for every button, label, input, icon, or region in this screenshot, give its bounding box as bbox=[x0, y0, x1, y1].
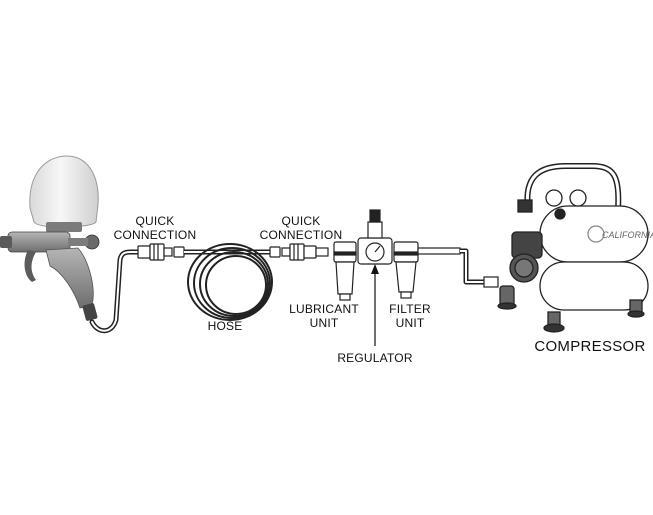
label-line: QUICK bbox=[281, 214, 321, 228]
air-compressor: CALIFORNIA bbox=[497, 163, 653, 333]
tank-gauge-2 bbox=[569, 189, 587, 207]
compressor-inlet-fitting bbox=[483, 276, 499, 288]
label-filter-unit: FILTER UNIT bbox=[378, 302, 442, 330]
label-line: UNIT bbox=[309, 316, 339, 330]
quick-connector-left bbox=[137, 243, 185, 261]
label-line: UNIT bbox=[395, 316, 425, 330]
label-line: HOSE bbox=[207, 319, 243, 333]
label-line: FILTER bbox=[389, 302, 431, 316]
label-lubricant-unit: LUBRICANT UNIT bbox=[284, 302, 364, 330]
air-inlet bbox=[82, 303, 98, 321]
quick-connector-right bbox=[269, 243, 329, 261]
supply-line bbox=[460, 248, 486, 285]
regulator-arrow bbox=[371, 264, 379, 346]
label-line: REGULATOR bbox=[337, 351, 413, 365]
spray-gun bbox=[0, 155, 100, 321]
svg-text:CALIFORNIA: CALIFORNIA bbox=[602, 230, 653, 240]
frl-unit bbox=[333, 209, 461, 301]
gun-handle bbox=[45, 247, 94, 309]
trigger bbox=[24, 250, 36, 282]
label-line: CONNECTION bbox=[259, 228, 343, 242]
tank-gauge-1 bbox=[545, 189, 563, 207]
label-line: LUBRICANT bbox=[289, 302, 359, 316]
label-compressor: COMPRESSOR bbox=[530, 338, 650, 355]
label-hose: HOSE bbox=[200, 319, 250, 333]
lower-tank bbox=[539, 261, 649, 311]
paint-cup bbox=[29, 155, 99, 228]
label-line: CONNECTION bbox=[113, 228, 197, 242]
label-line: QUICK bbox=[135, 214, 175, 228]
label-quick-connection-right: QUICK CONNECTION bbox=[256, 214, 346, 242]
label-regulator: REGULATOR bbox=[330, 351, 420, 365]
coiled-hose bbox=[184, 243, 273, 321]
nozzle bbox=[0, 236, 12, 248]
label-quick-connection-left: QUICK CONNECTION bbox=[110, 214, 200, 242]
label-line: COMPRESSOR bbox=[534, 338, 646, 355]
cup-collar bbox=[46, 222, 82, 232]
